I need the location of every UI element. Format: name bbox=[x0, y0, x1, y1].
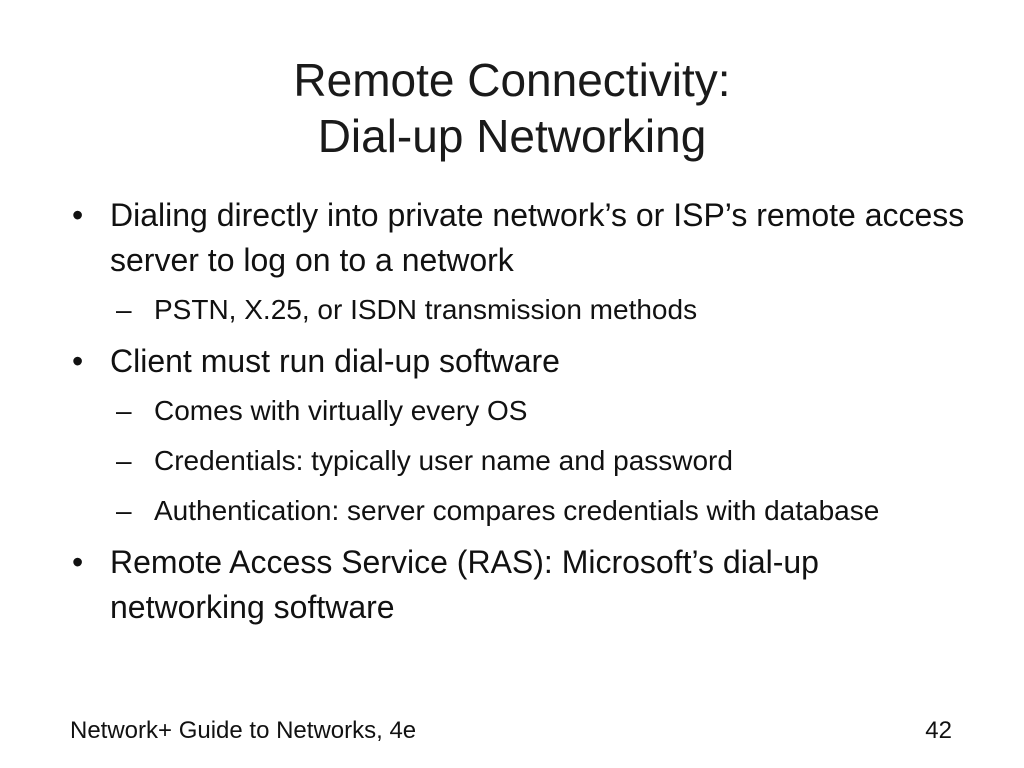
bullet-item: • Dialing directly into private network’… bbox=[70, 193, 970, 283]
bullet-marker: • bbox=[72, 343, 84, 379]
slide-title: Remote Connectivity: Dial-up Networking bbox=[0, 52, 1024, 164]
sub-bullet-text: Comes with virtually every OS bbox=[154, 395, 528, 426]
sub-bullet-item: – Comes with virtually every OS bbox=[110, 390, 970, 431]
bullet-text: Remote Access Service (RAS): Microsoft’s… bbox=[110, 544, 819, 625]
dash-marker: – bbox=[116, 395, 132, 426]
footer-book-title: Network+ Guide to Networks, 4e bbox=[70, 717, 417, 744]
sub-bullet-item: – PSTN, X.25, or ISDN transmission metho… bbox=[110, 289, 970, 330]
sub-bullet-item: – Authentication: server compares creden… bbox=[110, 490, 970, 531]
sub-bullet-item: – Credentials: typically user name and p… bbox=[110, 440, 970, 481]
sub-bullet-text: Credentials: typically user name and pas… bbox=[154, 445, 733, 476]
bullet-item: • Remote Access Service (RAS): Microsoft… bbox=[70, 540, 970, 630]
sub-bullet-text: Authentication: server compares credenti… bbox=[154, 495, 880, 526]
sub-bullet-text: PSTN, X.25, or ISDN transmission methods bbox=[154, 294, 698, 325]
bullet-text: Dialing directly into private network’s … bbox=[110, 197, 965, 278]
bullet-item: • Client must run dial-up software bbox=[70, 339, 970, 384]
dash-marker: – bbox=[116, 445, 132, 476]
dash-marker: – bbox=[116, 294, 132, 325]
bullet-marker: • bbox=[72, 197, 84, 233]
page-number: 42 bbox=[925, 717, 952, 744]
bullet-list: • Dialing directly into private network’… bbox=[70, 193, 970, 636]
bullet-marker: • bbox=[72, 544, 84, 580]
bullet-text: Client must run dial-up software bbox=[110, 343, 560, 379]
dash-marker: – bbox=[116, 495, 132, 526]
title-line-1: Remote Connectivity: bbox=[293, 54, 731, 106]
title-line-2: Dial-up Networking bbox=[317, 110, 707, 162]
